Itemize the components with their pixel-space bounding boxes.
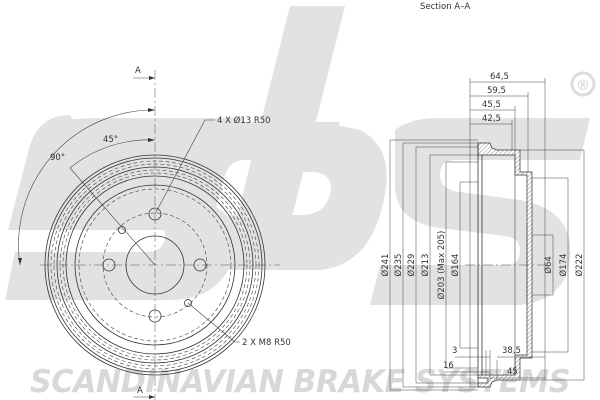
dia-235: Ø235 (393, 254, 404, 277)
dia-64: Ø64 (543, 256, 554, 274)
section-marker-top: A (135, 66, 141, 76)
callout-thread-holes: 2 X M8 R50 (242, 338, 291, 348)
dia-229: Ø229 (406, 254, 417, 277)
dim-45-5: 45,5 (482, 100, 501, 110)
dia-222: Ø222 (574, 254, 585, 277)
brand-tagline: SCANDINAVIAN BRAKE SYSTEMS (30, 364, 570, 400)
section-title: Section A–A (420, 2, 470, 12)
dia-203-max-205: Ø203 (Max 205) (436, 231, 447, 300)
dim-38-5: 38,5 (502, 346, 521, 356)
angle-45-label: 45° (103, 135, 118, 145)
section-marker-bottom: A (137, 386, 143, 396)
callout-bolt-holes: 4 X Ø13 R50 (217, 115, 271, 126)
dim-59-5: 59,5 (487, 86, 506, 96)
dia-213: Ø213 (420, 254, 431, 277)
dia-241: Ø241 (380, 254, 391, 277)
section-view: 64,5 59,5 45,5 42,5 Ø241 Ø235 Ø229 Ø213 … (380, 72, 585, 391)
angle-90-label: 90° (50, 153, 65, 163)
dim-3: 3 (452, 346, 457, 356)
front-view: 90° 45° A A 4 X Ø13 R50 2 X M8 R50 (18, 66, 291, 400)
dim-42-5: 42,5 (482, 114, 501, 124)
dia-164: Ø164 (450, 254, 461, 277)
dim-64-5: 64,5 (490, 72, 509, 82)
dim-16: 16 (443, 361, 454, 371)
dim-45: 45 (507, 367, 518, 377)
dia-174: Ø174 (558, 254, 569, 277)
registered-mark: ® (576, 78, 590, 94)
sbs-watermark-logo: ® (5, 6, 596, 305)
